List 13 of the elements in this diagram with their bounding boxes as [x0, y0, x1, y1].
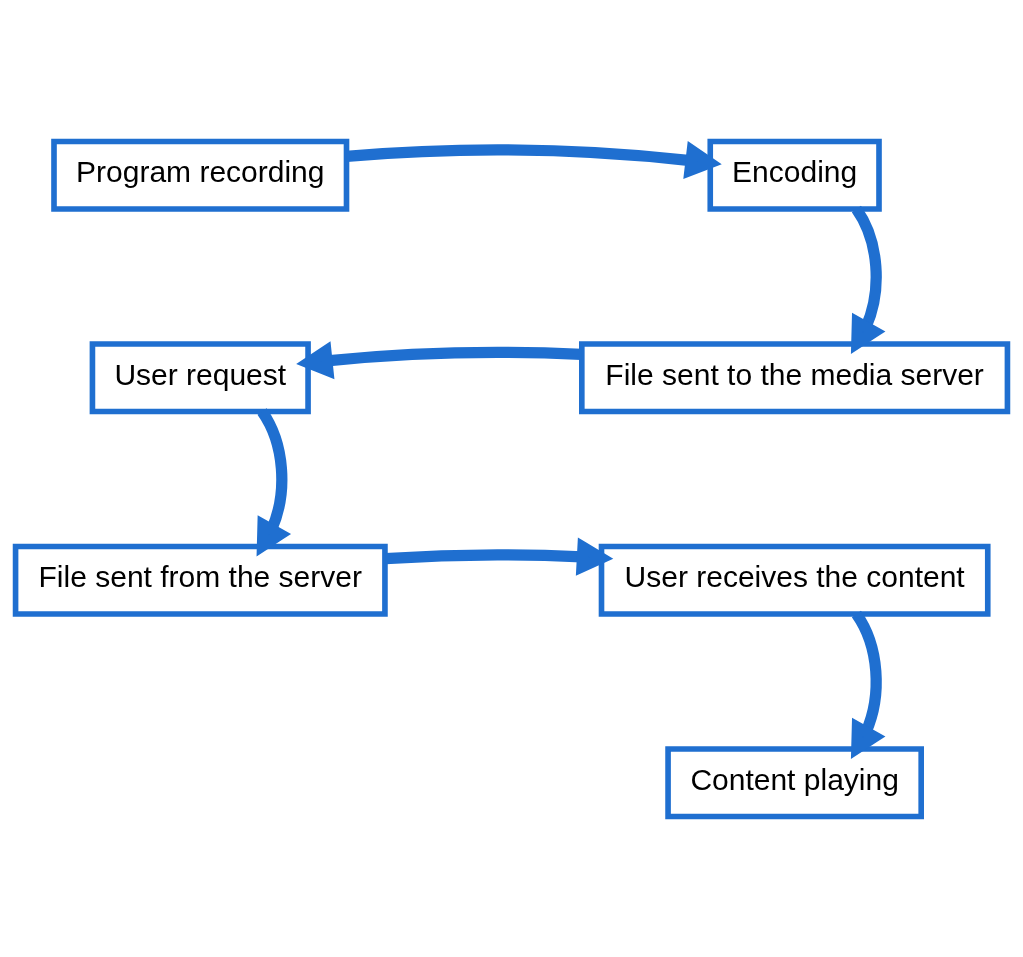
node-box: Program recording [51, 138, 350, 212]
node-box: User request [89, 340, 311, 414]
node-box: Encoding [707, 138, 882, 212]
node-box: File sent from the server [12, 543, 388, 617]
node-box: Content playing [665, 745, 924, 819]
node-box: User receives the content [598, 543, 991, 617]
arrow [385, 537, 614, 576]
arrow [850, 205, 886, 354]
arrow [346, 140, 722, 179]
arrow [850, 610, 886, 759]
node-box: File sent to the media server [579, 340, 1011, 414]
arrow [296, 340, 582, 379]
arrow [256, 408, 292, 556]
